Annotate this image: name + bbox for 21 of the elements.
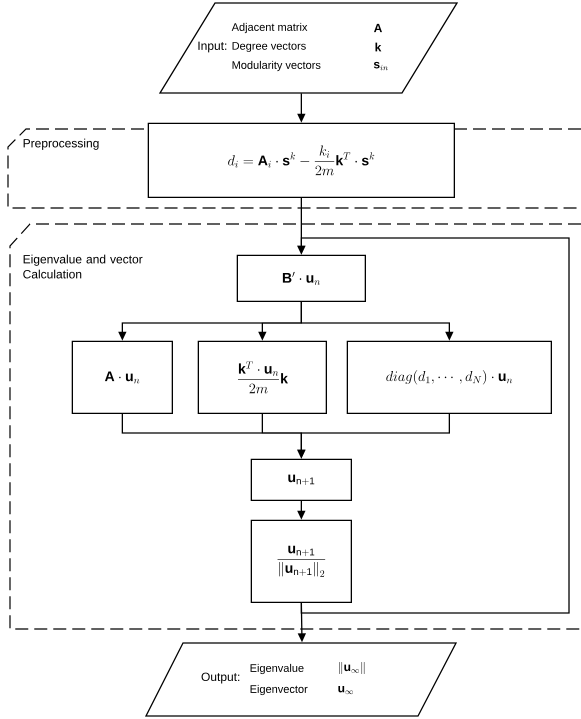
output-symbol: $\mathbf{u}_{\infty}$: [338, 686, 354, 694]
process-box: $\frac{\mathbf{k}^T \cdot \mathbf{u}_n}{2m}\mathbf{k}$: [198, 340, 327, 414]
process-box: $diag(d_1,\cdots,d_N) \cdot \mathbf{u}_n$: [346, 340, 552, 414]
process-box: $\mathbf{A} \cdot \mathbf{u}_n$: [72, 340, 173, 414]
formula-box: $d_i = \mathbf{A}_i \cdot \mathbf{s}^k - \frac{k_i}{2m}\mathbf{k}^T \cdot \mathbf{s}^k$: [148, 122, 455, 198]
process-box: $\mathbf{B}' \cdot \mathbf{u}_n$: [236, 254, 366, 302]
input-label: Input:: [198, 42, 226, 52]
output-symbol: $\left\|\mathbf{u}_{\infty}\right\|$: [339, 662, 364, 674]
region-label: Eigenvalue and vector Calculation: [23, 254, 142, 278]
output-item-label: Eigenvector: [250, 684, 308, 696]
input-symbol: $\mathbf{s}_{in}$: [374, 62, 388, 70]
input-symbol: $\mathbf{A}$: [374, 24, 382, 32]
input-symbol: $\mathbf{k}$: [376, 42, 382, 52]
output-item-label: Eigenvalue: [250, 664, 304, 674]
input-item-label: Adjacent matrix: [232, 22, 308, 34]
region-label: Preprocessing: [24, 138, 99, 150]
input-item-label: Degree vectors: [232, 42, 306, 52]
output-label: Output:: [202, 672, 240, 684]
input-item-label: Modularity vectors: [232, 60, 320, 72]
process-box: $\frac{\mathbf{u}_{\mathrm{n+1}}}{\left\|\mathbf{u}_{\mathrm{n+1}}\right\|_2}$: [250, 520, 352, 603]
process-box: $\mathbf{u}_{\mathrm{n+1}}$: [250, 458, 352, 501]
